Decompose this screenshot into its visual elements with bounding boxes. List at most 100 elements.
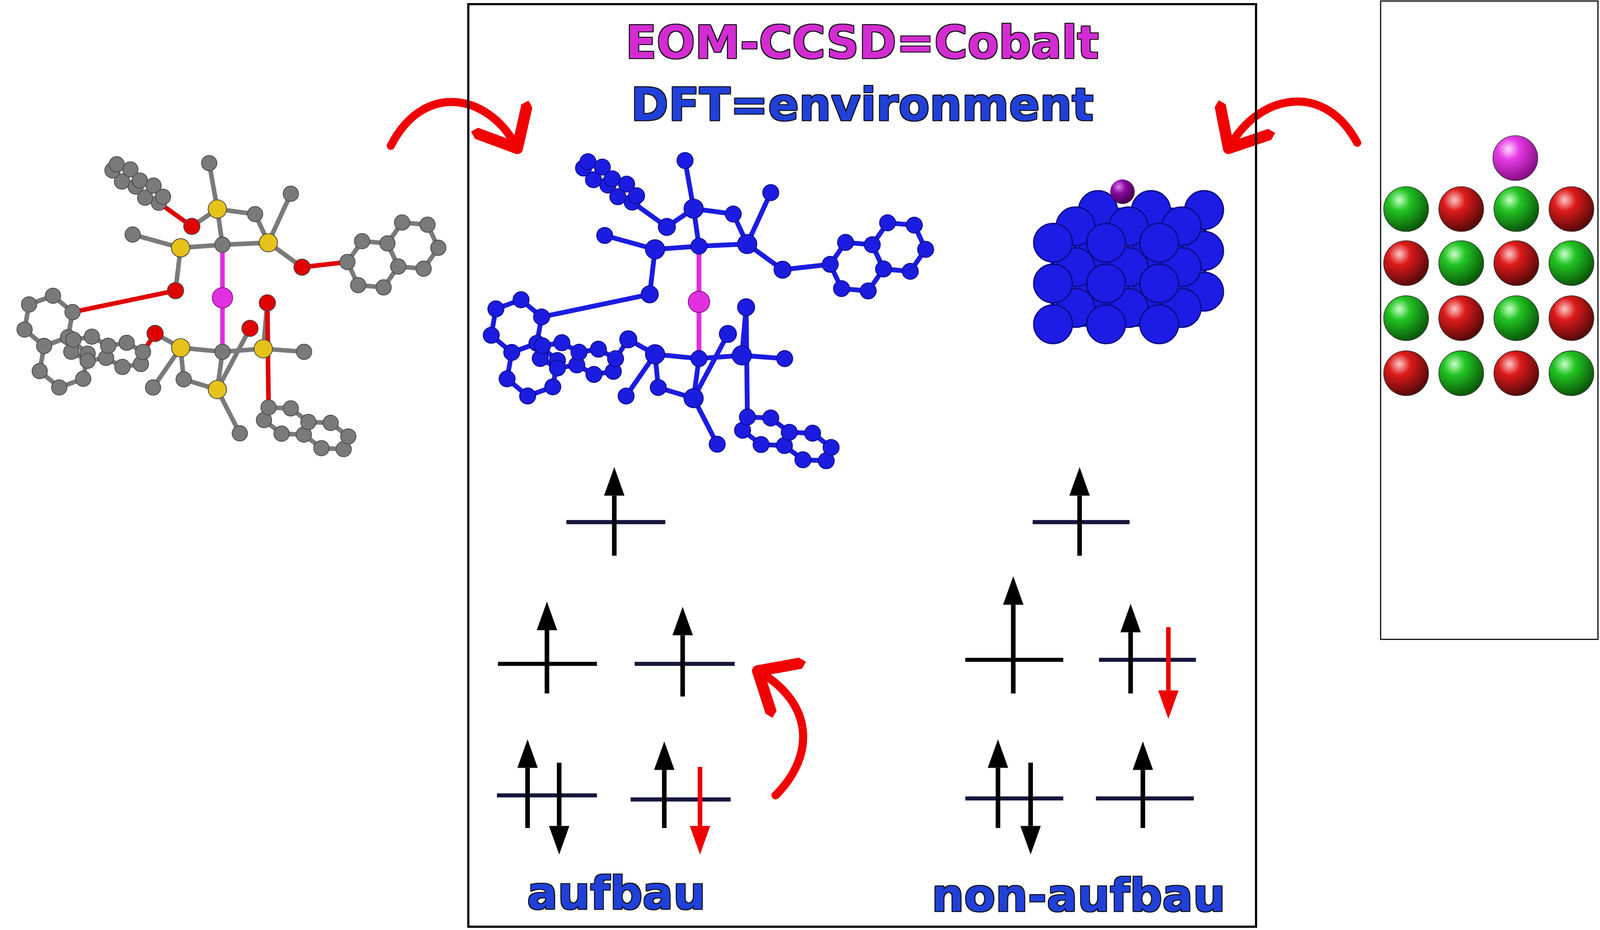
- atom: [323, 415, 339, 431]
- atom: [232, 426, 248, 442]
- cluster-atom: [1086, 223, 1126, 263]
- spin-arrow: [1132, 741, 1154, 829]
- atom: [201, 155, 217, 171]
- atom: [762, 184, 779, 201]
- atom: [293, 259, 311, 276]
- atom: [737, 234, 757, 254]
- atom: [533, 309, 550, 326]
- spin-head: [1069, 467, 1090, 496]
- atom: [774, 261, 792, 279]
- spin-head: [672, 606, 694, 636]
- atom: [145, 380, 161, 396]
- atom-sphere: [1438, 296, 1484, 342]
- bond: [541, 294, 650, 318]
- slab-panel: [1380, 0, 1598, 640]
- atom: [762, 410, 779, 427]
- atom-sphere: [1492, 135, 1538, 181]
- cluster-atom: [1086, 305, 1126, 345]
- atom: [658, 218, 676, 236]
- spin-shaft: [1077, 495, 1082, 556]
- atom: [596, 227, 614, 244]
- orbital-level: [1099, 658, 1196, 663]
- embedding-box: EOM-CCSD=CobaltDFT=environment: [467, 3, 1258, 929]
- atom: [875, 260, 892, 278]
- orbital-level: [496, 793, 597, 798]
- spin-head: [604, 467, 625, 496]
- atom: [645, 345, 665, 365]
- atom: [690, 238, 708, 255]
- atom: [859, 282, 877, 300]
- atom: [253, 339, 273, 359]
- atom: [823, 439, 840, 456]
- curved-arrow: [391, 102, 516, 146]
- atom: [902, 263, 919, 280]
- atom: [296, 344, 312, 360]
- atom: [683, 199, 704, 219]
- atom: [207, 380, 227, 399]
- atom: [80, 353, 96, 369]
- spin-shaft: [1128, 632, 1133, 695]
- atom-sphere: [1494, 240, 1540, 286]
- atom: [171, 338, 191, 358]
- atom: [394, 214, 410, 231]
- atom: [415, 261, 432, 277]
- atom-sphere: [1383, 240, 1429, 286]
- atom-sphere: [1438, 240, 1484, 286]
- spin-head: [549, 826, 570, 855]
- atom: [212, 287, 233, 309]
- atom: [430, 240, 446, 256]
- atom: [590, 341, 607, 358]
- atom: [247, 206, 263, 223]
- atom: [483, 327, 500, 344]
- atom: [36, 338, 52, 354]
- atom-sphere: [1438, 186, 1484, 232]
- spin-head: [987, 739, 1009, 769]
- spin-arrow: [1069, 467, 1090, 557]
- atom: [732, 345, 752, 366]
- atom: [822, 256, 839, 273]
- spin-shaft: [612, 495, 617, 556]
- atom: [645, 239, 665, 260]
- atom-sphere: [1548, 240, 1594, 286]
- atom: [513, 292, 530, 309]
- spin-arrow: [689, 767, 711, 855]
- atom: [171, 238, 191, 258]
- spin-shaft: [544, 630, 550, 694]
- atom: [167, 282, 184, 299]
- atom: [135, 344, 151, 360]
- spin-arrow: [517, 739, 538, 829]
- spin-shaft: [556, 763, 562, 827]
- atom: [207, 200, 227, 219]
- atom: [45, 288, 61, 304]
- atom: [683, 388, 704, 409]
- atom: [719, 325, 737, 343]
- atom: [739, 409, 756, 426]
- atom: [259, 294, 276, 311]
- atom: [100, 338, 117, 354]
- atom: [906, 217, 923, 234]
- atom: [628, 187, 645, 205]
- spin-shaft: [995, 768, 1001, 829]
- atom: [155, 189, 171, 205]
- atom-sphere: [1494, 186, 1540, 232]
- atom: [534, 338, 551, 355]
- spin-arrow: [1020, 763, 1041, 856]
- atom-sphere: [1548, 351, 1594, 397]
- atom: [313, 440, 330, 457]
- atom: [17, 322, 33, 338]
- spin-shaft: [1011, 605, 1016, 695]
- spin-arrow: [536, 602, 558, 695]
- spin-head: [1003, 576, 1024, 605]
- atom: [676, 152, 694, 169]
- atom: [833, 280, 850, 297]
- atom: [114, 359, 131, 375]
- atom: [183, 218, 200, 235]
- molecule: [17, 155, 447, 457]
- atom: [579, 153, 596, 170]
- spin-arrow: [672, 606, 694, 697]
- spin-head: [1132, 741, 1154, 771]
- atom: [354, 233, 370, 250]
- atom: [549, 360, 566, 377]
- atom: [487, 300, 504, 318]
